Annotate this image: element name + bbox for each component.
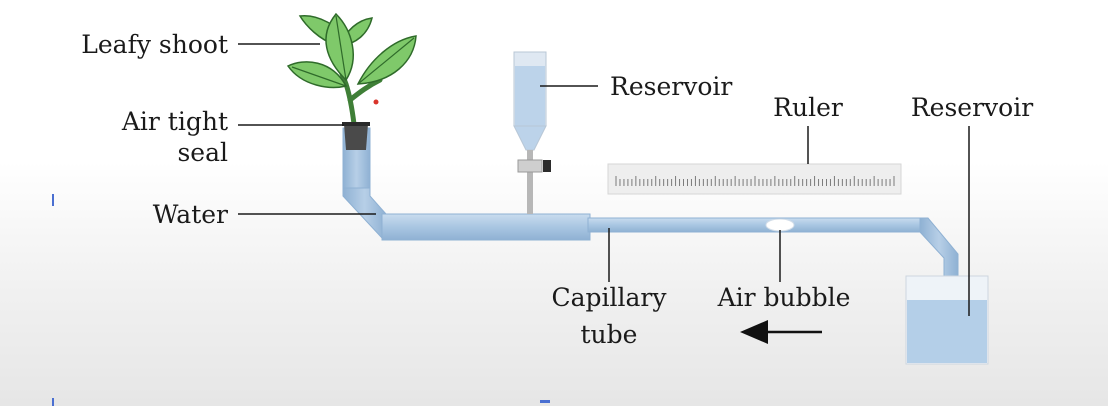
- leafy-shoot-plant: [286, 12, 417, 127]
- funnel-cone: [513, 125, 547, 151]
- reservoir-funnel: [513, 51, 551, 214]
- funnel-stem: [527, 150, 533, 214]
- label-leafy-shoot: Leafy shoot: [81, 30, 228, 59]
- label-air-bubble: Air bubble: [717, 283, 851, 312]
- label-reservoir-right: Reservoir: [911, 93, 1033, 122]
- red-dot: [373, 99, 379, 105]
- air-bubble: [765, 218, 795, 232]
- label-water: Water: [153, 200, 228, 229]
- label-capillary-line1: Capillary: [551, 283, 667, 312]
- leaf-vein: [357, 37, 415, 85]
- edge-mark: [540, 400, 550, 403]
- air-tight-seal: [344, 124, 368, 150]
- ruler-ticks: [615, 176, 895, 186]
- air-tight-seal-rim: [342, 122, 370, 126]
- ruler: [607, 163, 902, 195]
- label-reservoir-top: Reservoir: [610, 72, 732, 101]
- label-capillary-line2: tube: [581, 320, 638, 349]
- edge-mark: [52, 398, 54, 406]
- main-tube-wide: [381, 213, 591, 241]
- label-air-tight-line2: seal: [177, 138, 228, 167]
- leaf-vein: [291, 66, 347, 87]
- funnel-water: [515, 66, 545, 126]
- tap-icon: [517, 159, 543, 173]
- leaf-center: [325, 12, 354, 82]
- edge-mark: [52, 194, 54, 206]
- beaker-water: [907, 300, 987, 363]
- label-ruler: Ruler: [773, 93, 843, 122]
- tap-handle: [543, 160, 551, 172]
- leaf-vein: [335, 15, 347, 81]
- label-air-tight-line1: Air tight: [121, 107, 228, 136]
- reservoir-beaker: [905, 275, 989, 365]
- tube-elbow-left: [342, 187, 387, 239]
- capillary-tube: [587, 217, 923, 233]
- left-arrow-icon: [740, 320, 822, 344]
